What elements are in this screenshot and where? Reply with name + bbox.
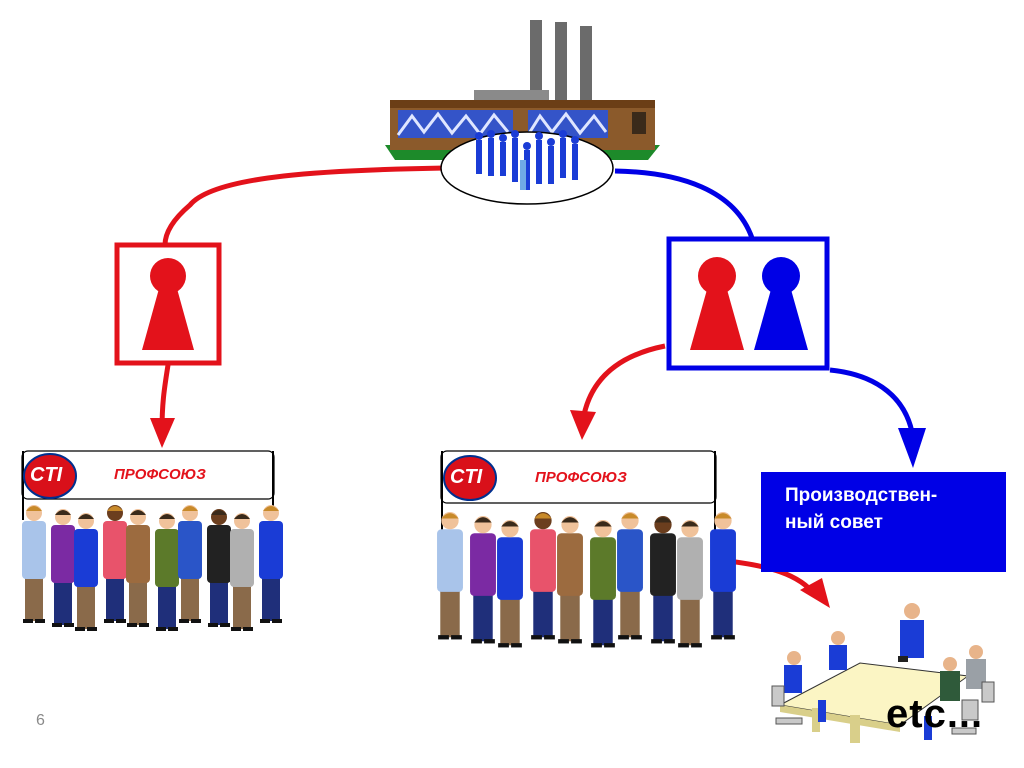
person-figure [230,513,254,631]
connector-factory-to-right-box [614,168,755,239]
factory-icon [385,20,660,205]
person-figure [22,505,46,623]
keyhole-person-icon [142,258,194,350]
connector-factory-to-left-box [162,165,446,246]
arrowhead-council [898,428,926,468]
person-figure [650,516,676,644]
person-figure [530,512,556,640]
person-figure [437,512,463,640]
cti-logo-right: CTI [450,466,483,488]
arrow-right-box-to-right-group [580,343,666,421]
person-figure [103,505,127,623]
person-figure [126,509,150,627]
person-figure [207,509,231,627]
arrowhead-right-group [570,410,596,440]
keyhole-person-icon [754,257,808,350]
left-union-banner [21,450,275,520]
person-figure [470,516,496,644]
keyhole-person-icon [690,257,744,350]
person-figure [710,512,736,640]
union-representation-box [114,242,222,366]
person-figure [51,509,75,627]
slide-number: 6 [36,712,45,729]
right-union-label: ПРОФСОЮЗ [535,469,627,486]
works-council-label: Производствен- ный совет [785,485,938,533]
person-figure [677,520,703,648]
arrowhead-left-group [150,418,175,448]
people-group-icon [437,512,736,648]
people-group-icon [22,505,283,631]
works-council-box: Производствен- ный совет [761,472,1006,572]
person-figure [617,512,643,640]
meeting-table-icon [771,603,995,743]
cti-logo-left: CTI [30,464,63,486]
arrow-right-box-to-council [829,367,915,433]
right-union-banner [440,450,717,530]
person-figure [497,520,523,648]
left-union-label: ПРОФСОЮЗ [114,466,206,483]
person-figure [178,505,202,623]
dual-representation-box [666,236,830,371]
person-figure [155,513,179,631]
arrowhead-meeting [800,578,830,608]
person-figure [259,505,283,623]
person-figure [557,516,583,644]
person-figure [74,513,98,631]
person-figure [590,520,616,648]
etc-caption: etc... [886,692,984,736]
